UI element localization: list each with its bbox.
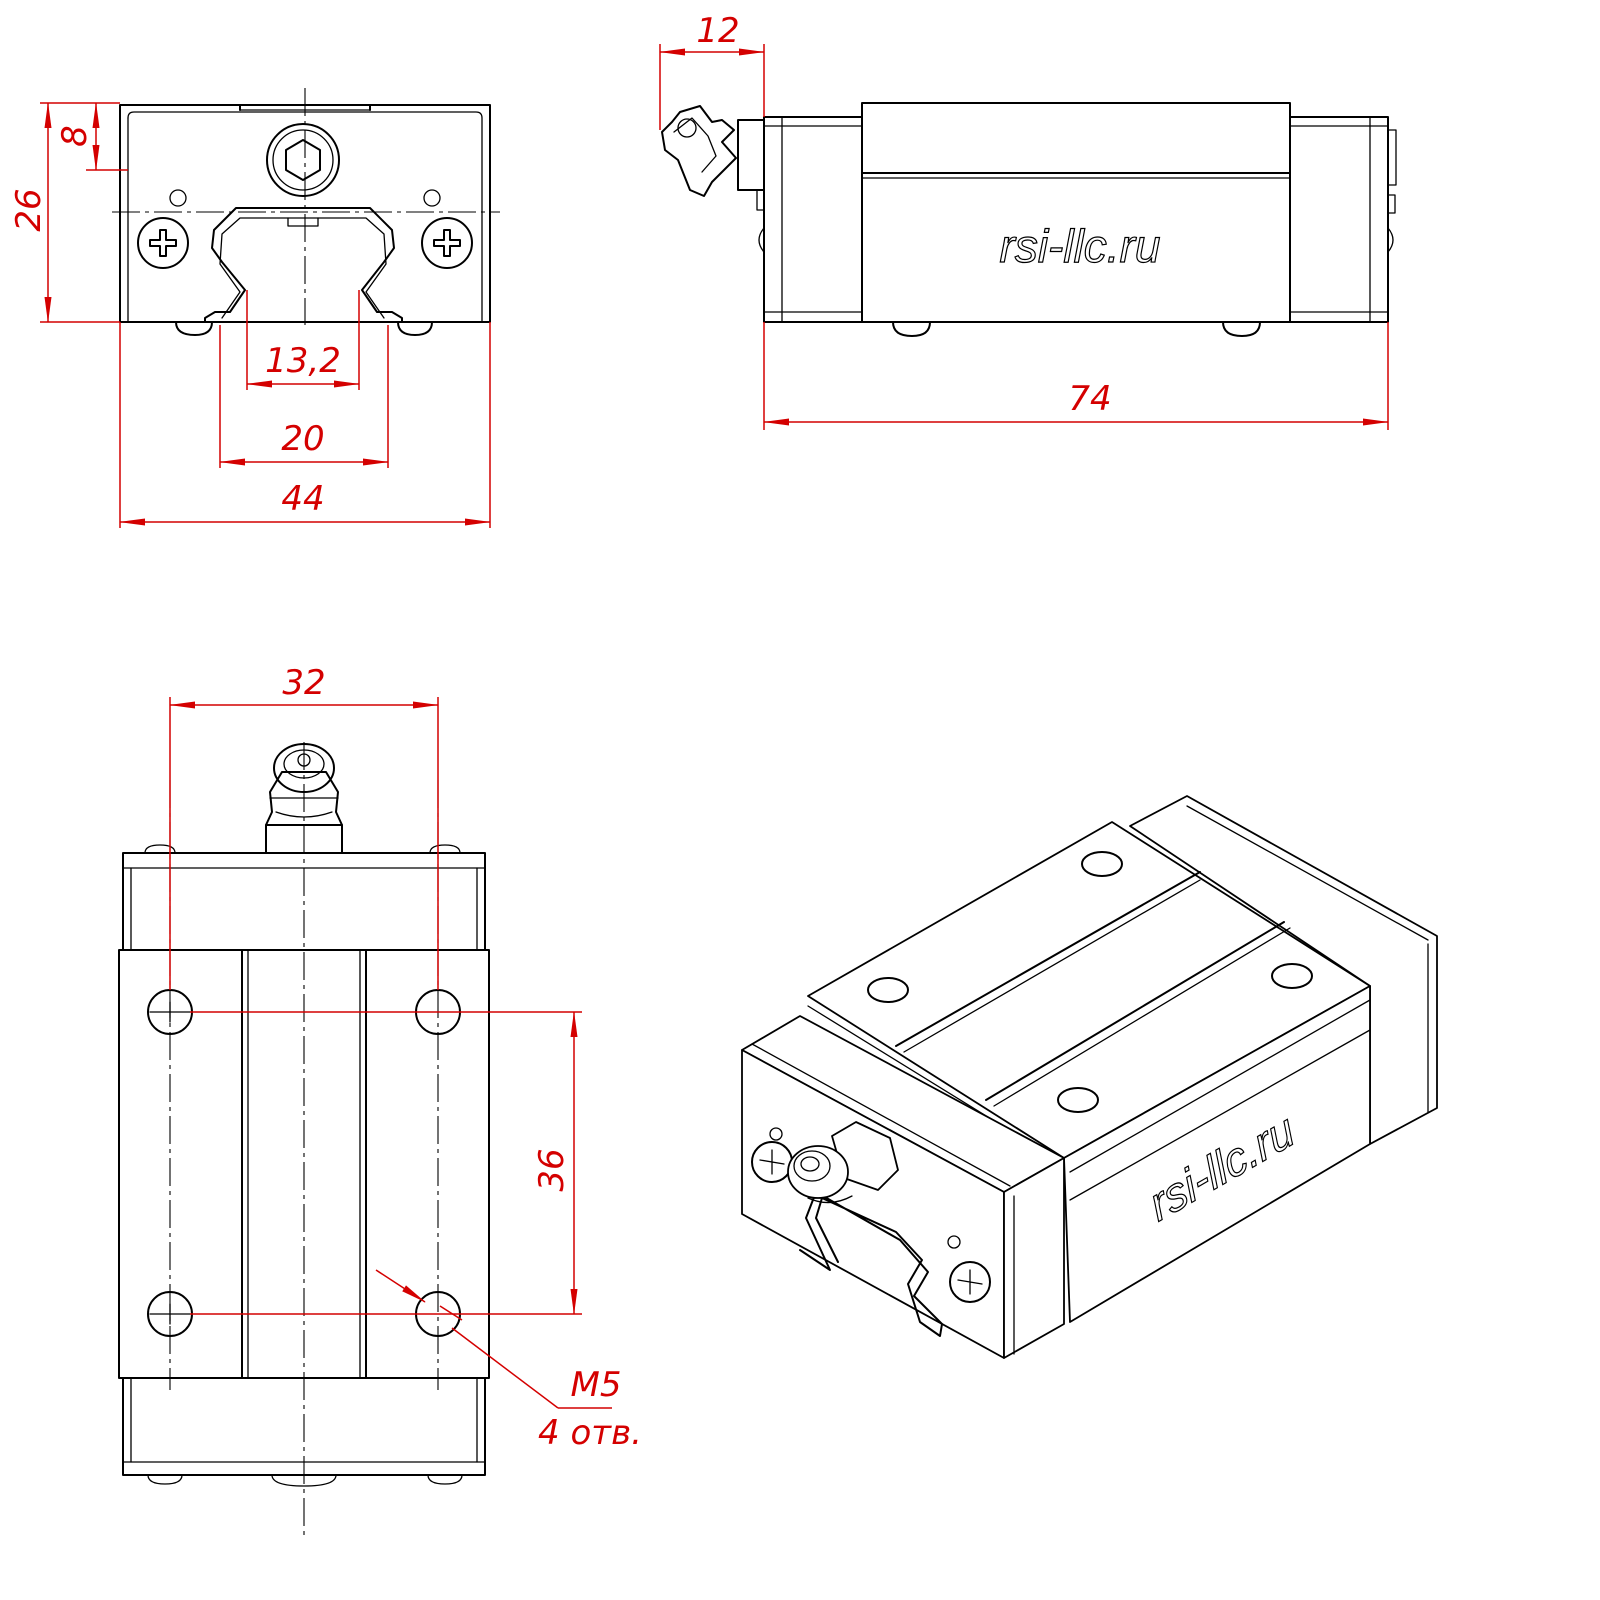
- brand-side: rsi-llc.ru: [1000, 220, 1161, 272]
- dim-block-length: 74: [1068, 379, 1111, 419]
- dim-height-total: 26: [9, 188, 49, 231]
- top-view: [118, 742, 490, 1540]
- screw-right-icon: [421, 217, 473, 269]
- dim-height-top: 8: [55, 125, 95, 147]
- top-view-dimensions: 32 36 M5 4 отв.: [169, 663, 642, 1453]
- front-view-dimensions: 26 8 13,2 20 44: [9, 102, 491, 528]
- thread-label: M5: [571, 1365, 622, 1405]
- dim-hole-spacing-y: 36: [532, 1148, 572, 1191]
- dim-block-width: 44: [281, 479, 324, 519]
- dim-rail-gap: 13,2: [265, 341, 341, 381]
- side-view-dimensions: 12 74: [659, 11, 1389, 430]
- grease-nipple-icon: [661, 105, 765, 197]
- front-view: [112, 88, 500, 336]
- grease-nipple-top-icon: [265, 743, 343, 854]
- dim-grease-nipple: 12: [696, 11, 739, 51]
- iso-screw-right-icon: [947, 1235, 991, 1303]
- screw-left-icon: [137, 217, 189, 269]
- hole-count-label: 4 отв.: [538, 1413, 642, 1453]
- dim-hole-spacing-x: 32: [282, 663, 325, 703]
- iso-grease-nipple-icon: [787, 1121, 899, 1204]
- side-view: rsi-llc.ru: [661, 102, 1397, 337]
- dim-rail-width: 20: [281, 419, 324, 459]
- isometric-view: rsi-llc.ru: [741, 795, 1438, 1359]
